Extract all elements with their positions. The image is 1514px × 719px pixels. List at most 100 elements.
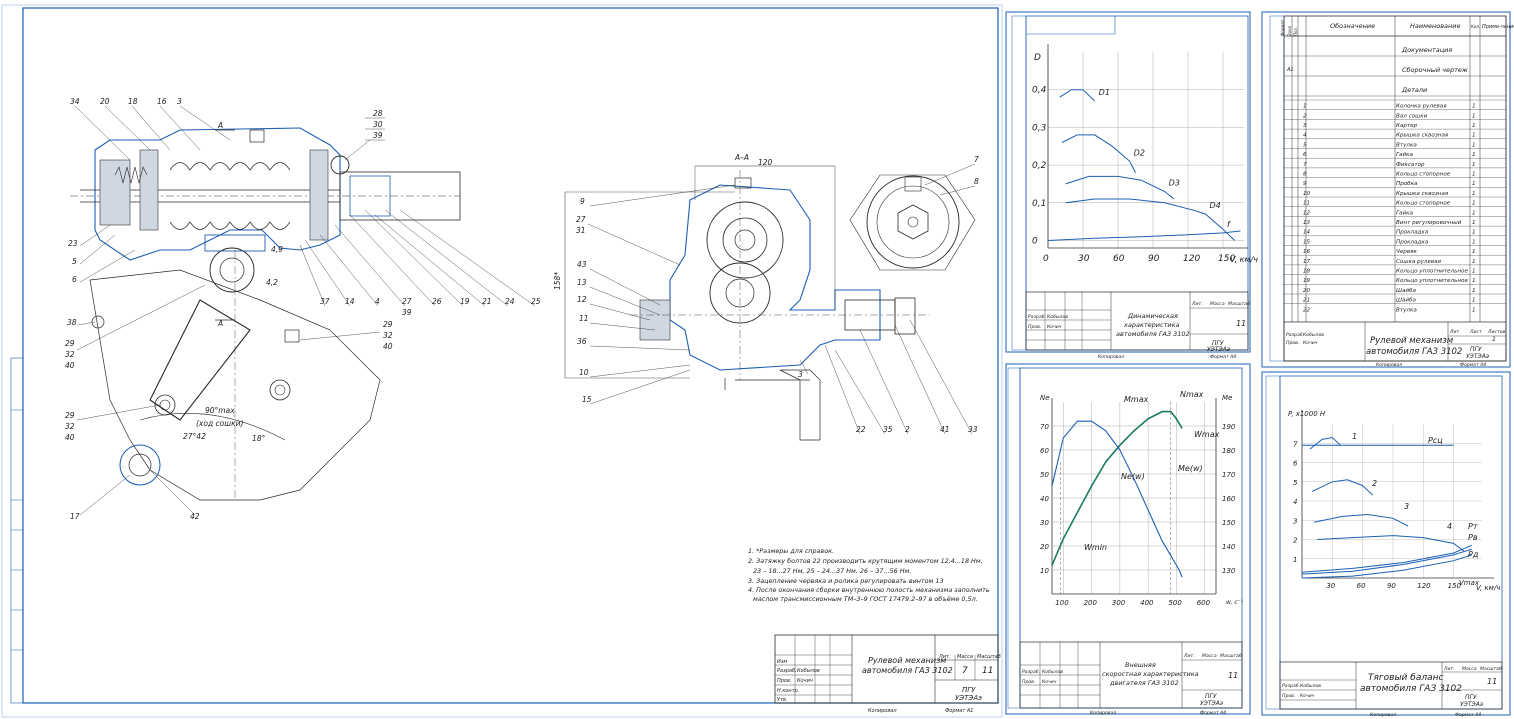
spec-row-name: Сошка рулевая (1396, 259, 1442, 265)
spec-title-1: Рулевой механизм (1370, 336, 1454, 346)
spec-row-qty: 1 (1472, 142, 1476, 148)
assembly-org: ПГУ (962, 686, 976, 694)
x-tick-label: 600 (1197, 599, 1211, 607)
callout-5: 5 (72, 257, 77, 266)
dim-158: 158* (553, 272, 562, 290)
spec-org: ПГУ (1470, 346, 1482, 353)
assembly-sheet: 34 20 18 16 3 28 30 39 37 14 4 27 39 26 … (1, 4, 1003, 718)
annot-pt: Pт (1468, 522, 1478, 531)
spec-row-qty: 1 (1472, 220, 1476, 226)
callout-39: 39 (373, 131, 383, 140)
dyn-prov-name: Кочич (1047, 324, 1062, 330)
dim-27: 27°42 (183, 432, 206, 441)
dynamic-title-block: Разраб. Кобылов Пров. Кочич Динамическая… (1025, 291, 1250, 360)
annot-wmax: Wmax (1194, 430, 1220, 439)
dyn-prov: Пров. (1028, 324, 1041, 330)
stamp-razrab-name: Кобылов (797, 668, 820, 674)
annot-new: Ne(w) (1121, 472, 1145, 481)
callout-8: 8 (974, 177, 979, 186)
stamp-lit: Лит. (938, 654, 951, 660)
x-tick-label: 300 (1112, 599, 1126, 607)
callout-29b: 29 (65, 411, 75, 420)
note-1: 1. *Размеры для справок. (748, 547, 834, 555)
spec-prov: Пров. (1286, 340, 1299, 346)
spec-row-name: Вал сошки (1396, 113, 1428, 119)
spec-row-pos: 5 (1303, 142, 1307, 148)
section-mark-bottom: А (217, 319, 223, 328)
dyn-title-2: характеристика (1123, 321, 1180, 329)
series-3 (1313, 513, 1409, 527)
eng-dept: УЭТЭАэ (1200, 700, 1223, 707)
dyn-title-1: Динамическая (1127, 312, 1178, 320)
eng-format: Формат А4 (1200, 710, 1226, 716)
stamp-masshtab: Масштаб (977, 654, 1001, 660)
callout-30: 30 (373, 120, 383, 129)
eng-massa: Масса (1202, 653, 1217, 659)
y-tick-label: 0,4 (1032, 86, 1047, 96)
callout-18: 18 (128, 97, 138, 106)
y-tick-label: 60 (1040, 447, 1049, 455)
annot-nmax: Nmax (1180, 390, 1204, 399)
eng-razrab: Разраб. (1022, 669, 1040, 675)
spec-row-pos: 19 (1303, 278, 1311, 284)
x-tick-label: 90 (1148, 254, 1160, 264)
y-axis-label: P, x1000 Н (1288, 410, 1326, 418)
dyn-org: ПГУ (1212, 340, 1224, 347)
spec-row-name: Прокладка (1396, 239, 1429, 245)
spec-row-qty: 1 (1472, 172, 1476, 178)
callout-15: 15 (582, 395, 592, 404)
spec-row-pos: 18 (1303, 269, 1311, 275)
series-Pв (1301, 548, 1472, 575)
dim-42: 4,2 (266, 278, 278, 287)
annot-psc: Pсц (1428, 436, 1443, 445)
spec-row-qty: 1 (1472, 288, 1476, 294)
spec-header-5: Кол. (1471, 24, 1480, 29)
dim-120: 120 (758, 158, 773, 167)
engine-frame (1005, 363, 1251, 715)
note-2: 2. Затяжку болтов 22 производить крутящи… (748, 557, 983, 565)
series-1 (1309, 436, 1341, 450)
spec-header-2: Поз. (1293, 27, 1298, 36)
tr-prov: Пров. (1282, 693, 1295, 699)
y-tick-label: 5 (1293, 479, 1298, 487)
spec-lit: Лит. (1449, 329, 1461, 335)
y2-axis-label: Me (1222, 394, 1232, 402)
series-label-D4: D4 (1210, 201, 1221, 210)
eng-lit: Лит. (1183, 653, 1195, 659)
spec-format-mark: А1 (1286, 67, 1294, 73)
spec-dept: УЭТЭАэ (1466, 353, 1489, 360)
spec-row-pos: 3 (1303, 123, 1307, 129)
spec-row-pos: 8 (1303, 172, 1307, 178)
dim-90-note: (ход сошки) (196, 419, 244, 428)
callout-32b: 32 (65, 422, 75, 431)
steering-gear-side-view (70, 127, 461, 501)
spec-row-name: Гайка (1396, 152, 1414, 158)
assembly-dimensions: А–А 120 158* 90°max (ход сошки) 27°42 18… (183, 121, 773, 443)
callout-36: 36 (577, 337, 587, 346)
spec-row-pos: 11 (1303, 201, 1310, 207)
spec-row-qty: 1 (1472, 113, 1476, 119)
series-Pд (1301, 554, 1472, 579)
dyn-lit: Лит. (1191, 301, 1203, 307)
annot-mmax: Mmax (1124, 395, 1149, 404)
callout-37: 37 (320, 297, 330, 306)
tr-razrab-name: Кобылов (1300, 683, 1321, 689)
dyn-razrab-name: Кобылов (1047, 314, 1068, 320)
note-4: 4. После окончания сборки внутреннюю пол… (748, 586, 990, 594)
y-tick-label: 3 (1293, 517, 1297, 525)
series-Me (1051, 420, 1183, 578)
callout-10: 10 (579, 368, 589, 377)
dim-90: 90°max (205, 406, 235, 415)
eng-sheet: 11 (1228, 671, 1238, 680)
assembly-title-block: Изм Разраб. Пров. Н.контр. Утв. Кобылов … (774, 634, 1001, 714)
series-D1 (1059, 89, 1096, 102)
dyn-copied: Копировал (1098, 354, 1124, 360)
dyn-massa: Масса (1210, 301, 1225, 307)
tr-lit: Лит. (1443, 666, 1455, 672)
spec-row-pos: 2 (1303, 113, 1307, 119)
spec-listov: Листов (1487, 329, 1505, 335)
spec-row-qty: 1 (1472, 259, 1476, 265)
